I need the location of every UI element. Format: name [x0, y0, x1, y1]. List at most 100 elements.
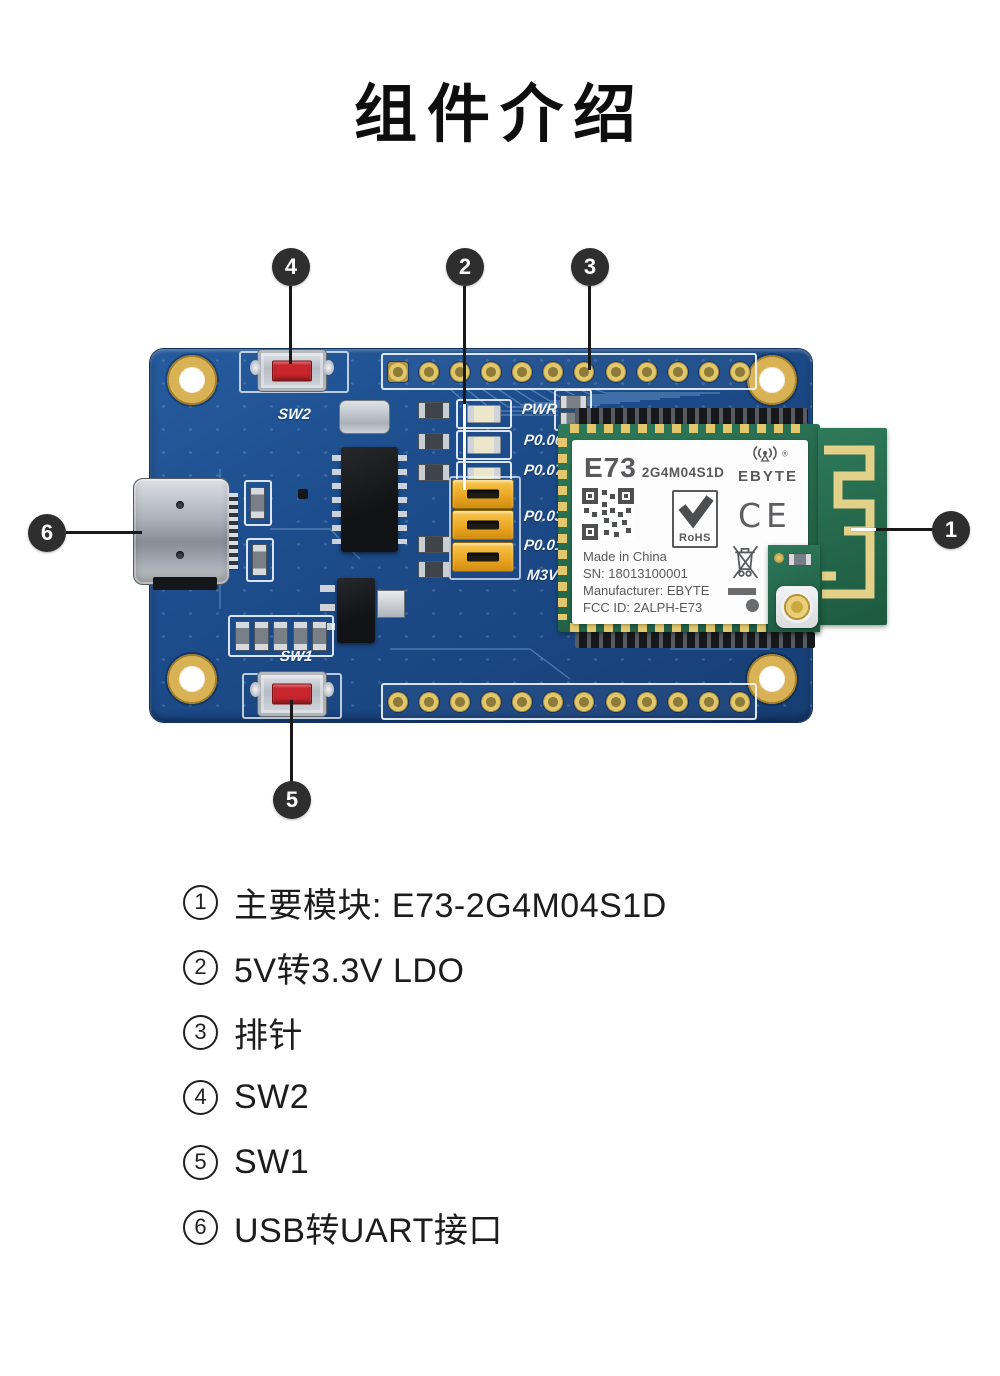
castellation-left — [558, 438, 567, 620]
rohs-badge: RoHS — [672, 490, 718, 548]
led-body — [467, 405, 501, 423]
callout-badge-4: 4 — [272, 248, 310, 286]
module-serial: SN: 18013100001 — [583, 566, 688, 581]
pin-hole — [450, 691, 471, 712]
antenna-pcb — [818, 428, 887, 625]
legend-number: 2 — [183, 949, 218, 985]
smd-resistor — [418, 561, 450, 578]
callout-line-4 — [289, 286, 292, 364]
weee-bin-icon — [732, 545, 759, 579]
smd-chip — [153, 577, 217, 590]
smd-resistor — [235, 621, 251, 651]
pin-hole — [636, 361, 657, 382]
pin-hole — [636, 691, 657, 712]
jumper-silk-outline — [449, 476, 521, 580]
smd-resistor — [418, 464, 450, 481]
pin-hole — [605, 361, 626, 382]
legend-number: 6 — [183, 1209, 218, 1245]
legend-item-6: 6 USB转UART接口 — [183, 1209, 667, 1250]
antenna-trace-icon — [822, 445, 875, 599]
brand-text: EBYTE — [737, 468, 798, 485]
jumper-block — [452, 510, 514, 540]
callout-line-3 — [588, 286, 591, 370]
via-gold — [774, 553, 784, 563]
smd-resistor — [418, 433, 450, 450]
pin-header-bottom — [381, 683, 757, 720]
pin-hole — [543, 691, 564, 712]
callout-line-5 — [290, 700, 293, 782]
pin-hole — [574, 361, 595, 382]
e73-module: E73 2G4M04S1D ® EBYTE — [558, 408, 888, 654]
usb-screw-dot — [176, 501, 184, 509]
legend: 1 主要模块: E73-2G4M04S1D 2 5V转3.3V LDO 3 排针… — [183, 884, 667, 1250]
smd-outline — [244, 480, 272, 526]
callout-badge-3: 3 — [571, 248, 609, 286]
module-model: E73 — [584, 452, 637, 483]
legend-label: USB转UART接口 — [234, 1211, 503, 1250]
smd-resistor — [560, 395, 587, 409]
smd-resistor — [273, 621, 289, 651]
led-pwr — [456, 399, 512, 429]
legend-number: 3 — [183, 1014, 218, 1050]
reg-mark: ® — [782, 449, 788, 459]
pin-hole — [667, 361, 688, 382]
smd-resistor — [418, 402, 450, 419]
legend-item-4: 4 SW2 — [183, 1077, 667, 1116]
page-title: 组件介绍 — [354, 80, 646, 150]
callout-line-2-white — [463, 404, 466, 490]
pin-hole — [481, 691, 502, 712]
pin-hole — [543, 361, 564, 382]
callout-line-2 — [463, 286, 466, 404]
callout-badge-6: 6 — [28, 514, 66, 552]
legend-label: 5V转3.3V LDO — [234, 951, 465, 990]
pin-header-top — [381, 353, 757, 390]
callout-badge-5: 5 — [273, 781, 311, 819]
pin-hole — [419, 361, 440, 382]
smd-resistor — [292, 621, 308, 651]
sw1-button — [250, 671, 334, 717]
mounting-hole — [165, 652, 219, 706]
led-p006 — [456, 430, 512, 460]
legend-label: 排针 — [234, 1016, 303, 1055]
pin-hole — [388, 361, 408, 382]
crystal-oscillator — [339, 400, 390, 434]
smd-resistor — [788, 553, 812, 566]
callout-line-1 — [876, 528, 933, 531]
sw2-button-cap — [272, 360, 312, 381]
resistor-row — [228, 615, 334, 657]
usb-uart-chip — [332, 447, 407, 552]
smd-resistor — [250, 487, 265, 519]
led-body — [467, 436, 501, 454]
legend-item-3: 3 排针 — [183, 1014, 667, 1055]
legend-label: SW1 — [234, 1142, 310, 1181]
pin-hole — [419, 691, 440, 712]
callout-badge-2: 2 — [446, 248, 484, 286]
legend-item-1: 1 主要模块: E73-2G4M04S1D — [183, 884, 667, 925]
jumper-block — [452, 542, 514, 572]
callout-line-1-white — [851, 528, 877, 531]
ldo-regulator — [337, 578, 375, 643]
sw2-label: SW2 — [277, 406, 312, 423]
callout-badge-1: 1 — [932, 511, 970, 549]
castellation-top — [570, 424, 808, 433]
smd-resistor — [311, 621, 327, 651]
smd-resistor — [252, 544, 267, 576]
module-pins-bottom — [575, 632, 815, 648]
legend-label: 主要模块: E73-2G4M04S1D — [234, 886, 667, 925]
legend-number: 1 — [183, 884, 218, 920]
legend-label: SW2 — [234, 1077, 310, 1116]
module-manufacturer: Manufacturer: EBYTE — [583, 583, 710, 598]
module-model-row: E73 2G4M04S1D — [584, 452, 724, 484]
mounting-hole — [165, 353, 219, 407]
pin-hole — [729, 691, 750, 712]
pin-hole — [512, 361, 533, 382]
pin-hole — [481, 361, 502, 382]
rohs-check-icon — [678, 495, 714, 529]
callout-line-6 — [66, 531, 142, 534]
module-dot — [746, 599, 759, 612]
smd-resistor — [254, 621, 270, 651]
ufl-antenna-connector — [776, 586, 818, 628]
weee-bar — [728, 588, 756, 595]
ebyte-antenna-icon — [753, 446, 777, 462]
